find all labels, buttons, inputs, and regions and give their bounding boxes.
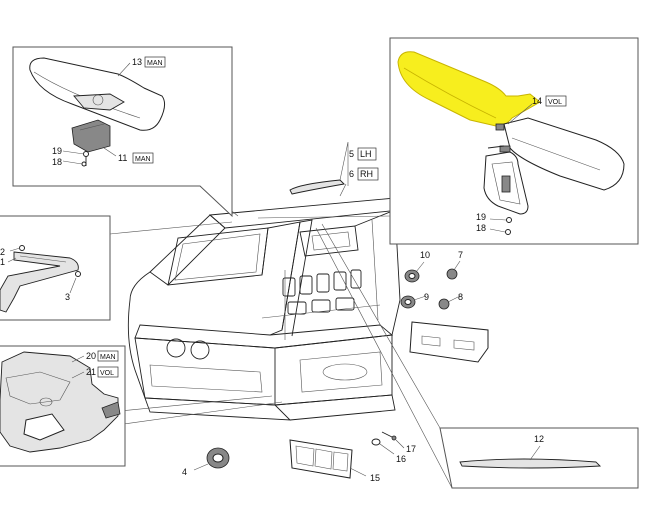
bracket-11 bbox=[71, 119, 111, 153]
callout-18a: 18 bbox=[52, 157, 62, 167]
box-sunvisor-vol bbox=[389, 37, 639, 245]
bottom-parts bbox=[193, 431, 405, 479]
callout-14-vol: VOL bbox=[548, 99, 562, 106]
callout-13-man: MAN bbox=[147, 60, 163, 67]
sunvisor-vol-highlighted bbox=[397, 51, 541, 127]
grab-handle bbox=[0, 251, 79, 313]
callout-5: 5 bbox=[349, 149, 354, 159]
callout-2: 2 bbox=[0, 247, 5, 257]
sunvisor-vol-lower bbox=[503, 117, 625, 191]
callout-14: 14 bbox=[532, 96, 542, 106]
callout-11: 11 bbox=[118, 153, 127, 163]
callout-13: 13 bbox=[132, 57, 142, 67]
callout-12: 12 bbox=[534, 434, 544, 444]
callout-6-rh: RH bbox=[360, 169, 373, 179]
part-5-6-strip bbox=[289, 141, 349, 195]
callout-21-vol: VOL bbox=[100, 370, 114, 377]
callout-6: 6 bbox=[349, 169, 354, 179]
callout-5-lh: LH bbox=[360, 149, 372, 159]
sunvisor-man bbox=[29, 57, 166, 131]
callout-1: 1 bbox=[0, 257, 5, 267]
grommet-8 bbox=[438, 298, 450, 310]
callout-7: 7 bbox=[458, 250, 463, 260]
cab-body bbox=[127, 197, 401, 421]
callout-21: 21 bbox=[86, 367, 96, 377]
box-grab-handle bbox=[0, 215, 111, 321]
side-panel bbox=[409, 321, 489, 363]
callout-10: 10 bbox=[420, 250, 430, 260]
callout-3: 3 bbox=[65, 292, 70, 302]
callout-18b: 18 bbox=[476, 223, 486, 233]
grommets-and-panel bbox=[400, 260, 489, 363]
box-sunvisor-man bbox=[12, 46, 233, 218]
callout-19a: 19 bbox=[52, 146, 62, 156]
callout-11-man: MAN bbox=[135, 156, 151, 163]
grommet-7 bbox=[446, 268, 458, 280]
callout-16: 16 bbox=[396, 454, 406, 464]
callout-4: 4 bbox=[182, 467, 187, 477]
callout-9: 9 bbox=[424, 292, 429, 302]
callout-19b: 19 bbox=[476, 212, 486, 222]
callout-20: 20 bbox=[86, 351, 96, 361]
callout-20-man: MAN bbox=[100, 354, 116, 361]
grille-15 bbox=[289, 439, 353, 479]
trim-strip-12 bbox=[459, 458, 602, 469]
box-trim-strip bbox=[439, 427, 639, 489]
clip-16 bbox=[371, 438, 381, 446]
callout-8: 8 bbox=[458, 292, 463, 302]
callout-15: 15 bbox=[370, 473, 380, 483]
callout-17: 17 bbox=[406, 444, 416, 454]
box-floor-mat bbox=[0, 345, 126, 467]
